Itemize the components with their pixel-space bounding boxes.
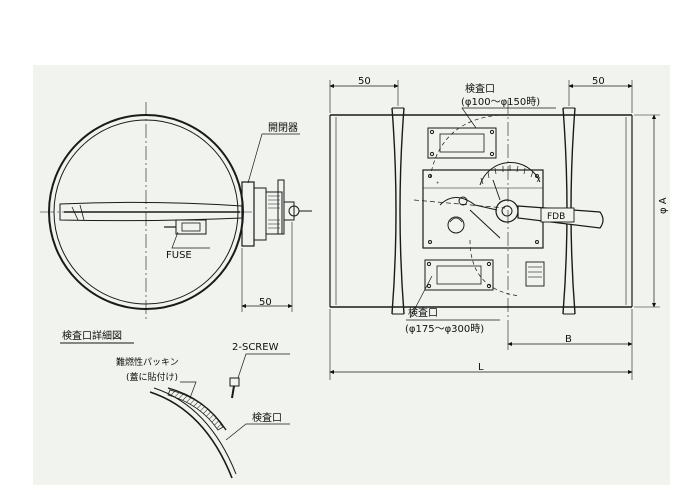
upper-port-leader	[461, 107, 556, 129]
packing-label-2: (蓋に貼付け)	[126, 371, 178, 383]
packing-strip	[167, 389, 224, 431]
fuse-label: FUSE	[166, 250, 192, 261]
front-view	[40, 102, 312, 322]
fdb-tag	[540, 207, 575, 223]
technical-drawing: 開閉器 FUSE 50 検査口詳細図 2-SCREW 難燃性パッキン (蓋に貼付…	[40, 76, 669, 479]
upper-inspection-port	[427, 127, 497, 159]
lower-port-title: 検査口	[408, 306, 438, 319]
drawing-sheet: 開閉器 FUSE 50 検査口詳細図 2-SCREW 難燃性パッキン (蓋に貼付…	[33, 65, 670, 485]
screw-leader	[237, 353, 290, 379]
cover-plate	[167, 387, 227, 431]
dim-b-label: B	[565, 334, 572, 345]
actuator-gear	[265, 191, 283, 235]
nameplate	[525, 261, 545, 287]
dim-50-left-label: 50	[259, 297, 272, 308]
fuse-holder	[175, 219, 207, 235]
angle-scale	[479, 162, 541, 186]
dim-50-top-left-label: 50	[358, 76, 371, 87]
lower-port-range: (φ175〜φ300時)	[405, 323, 484, 335]
blade-swing-arc	[429, 114, 501, 179]
actuator-label: 開閉器	[268, 122, 298, 134]
diameter-label: φ A	[658, 197, 669, 214]
inspection-detail	[149, 353, 290, 479]
side-view: +	[329, 80, 660, 380]
lower-inspection-port	[424, 259, 494, 291]
screw-icon	[229, 377, 240, 387]
dim-l-label: L	[478, 362, 484, 373]
left-bead	[391, 107, 397, 315]
svg-text:+: +	[436, 180, 439, 185]
upper-port-title: 検査口	[465, 82, 495, 95]
shaft-hub	[495, 199, 519, 223]
inspection-detail-title: 検査口詳細図	[62, 329, 122, 342]
packing-leader	[180, 381, 197, 399]
screw-label: 2-SCREW	[232, 342, 279, 353]
duct-wall-curve	[149, 391, 233, 479]
dim-50-top-right-label: 50	[592, 76, 605, 87]
inspection-port-leader	[225, 423, 290, 441]
actuator-leader	[247, 133, 300, 184]
linkage-arm	[439, 197, 498, 211]
packing-label-1: 難燃性パッキン	[116, 356, 179, 368]
fdb-label: FDB	[547, 212, 565, 222]
upper-port-range: (φ100〜φ150時)	[461, 96, 540, 108]
lower-port-leader	[409, 275, 433, 319]
inspection-port-label: 検査口	[252, 411, 282, 424]
fuse-leader	[171, 231, 210, 249]
